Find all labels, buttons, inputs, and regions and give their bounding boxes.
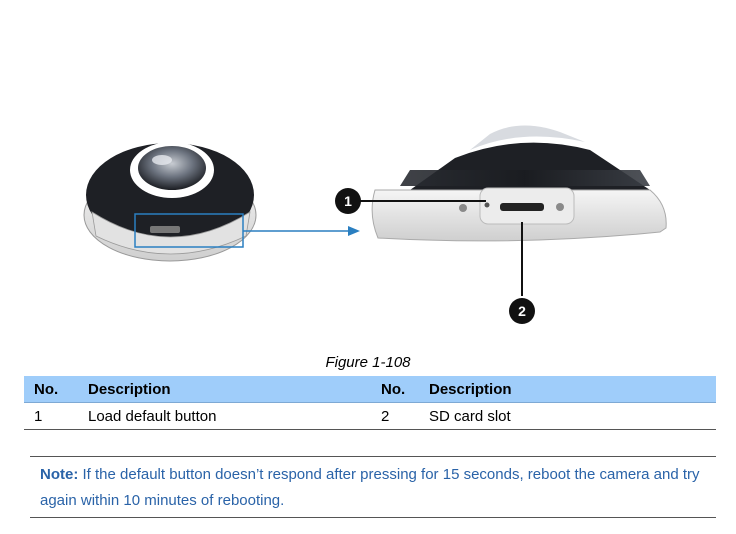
note-text: If the default button doesn’t respond af…	[40, 466, 700, 509]
callout-1: 1	[335, 188, 486, 214]
cell-description-1: Load default button	[78, 402, 371, 430]
table-row: 1 Load default button 2 SD card slot	[24, 402, 716, 430]
header-no-1: No.	[24, 376, 78, 403]
table-header-row: No. Description No. Description	[24, 376, 716, 403]
description-table: No. Description No. Description 1 Load d…	[24, 376, 716, 430]
camera-figure: 1 2	[83, 125, 667, 324]
callout-2-label: 2	[518, 303, 526, 319]
cell-no-2: 2	[371, 402, 419, 430]
cell-no-1: 1	[24, 402, 78, 430]
camera-overview-image	[83, 142, 257, 262]
cell-description-2: SD card slot	[419, 402, 716, 430]
note-box: Note: If the default button doesn’t resp…	[30, 456, 716, 518]
header-description-2: Description	[419, 376, 716, 403]
note-label: Note:	[40, 466, 79, 483]
figure-area: 1 2	[83, 125, 667, 324]
callout-2: 2	[509, 222, 535, 324]
figure-caption: Figure 1-108	[325, 354, 411, 371]
header-description-1: Description	[78, 376, 371, 403]
camera-closeup-image	[371, 125, 667, 242]
header-no-2: No.	[371, 376, 419, 403]
zoom-arrow	[243, 226, 360, 236]
callout-1-label: 1	[344, 193, 352, 209]
